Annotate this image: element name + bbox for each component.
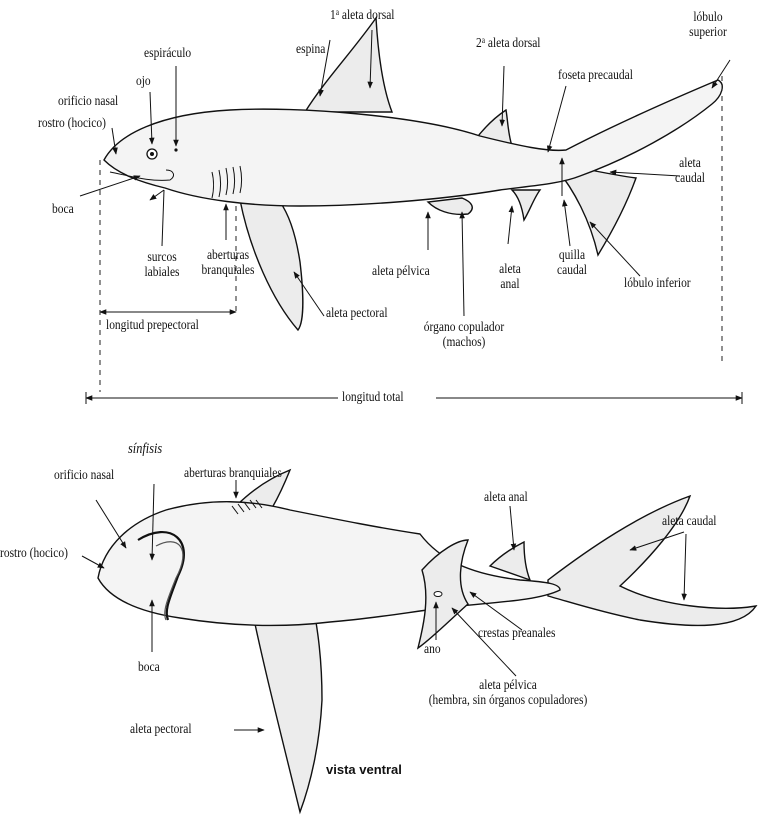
lateral-pelvic-fin [428, 198, 472, 214]
label-caudal-fin-lateral: aleta caudal [665, 156, 714, 186]
label-caudal-fin-line2: caudal [665, 171, 714, 186]
ventral-pectoral-fin-lower [250, 600, 322, 812]
label-labial-line2: labiales [133, 265, 190, 280]
label-anal-fin-line1: aleta [490, 262, 531, 277]
label-prepectoral-length: longitud prepectoral [106, 318, 199, 333]
label-spine: espina [296, 42, 325, 57]
label-gill-openings-lateral: aberturas branquiales [191, 248, 265, 278]
label-pelvic-fin-lateral: aleta pélvica [372, 264, 430, 279]
label-pectoral-fin-ventral: aleta pectoral [130, 722, 192, 737]
label-anal-fin-lateral: aleta anal [490, 262, 531, 292]
label-mouth-lateral: boca [52, 202, 74, 217]
label-gill-openings-ventral: aberturas branquiales [184, 466, 282, 481]
label-pectoral-fin-lateral: aleta pectoral [326, 306, 388, 321]
label-upper-lobe-line2: superior [683, 25, 732, 40]
label-second-dorsal-text: aleta dorsal [488, 36, 541, 51]
label-pelvic-fin-ventral-line2: (hembra, sin órganos copuladores) [410, 693, 607, 708]
label-rostrum-ventral: rostro (hocico) [0, 546, 68, 561]
label-clasper-line1: órgano copulador [415, 320, 513, 335]
label-caudal-keel-line2: caudal [552, 263, 593, 278]
label-anus: ano [424, 642, 441, 657]
ventral-caudal-fin [548, 496, 756, 625]
label-mouth-ventral: boca [138, 660, 160, 675]
label-gill-line1: aberturas [191, 248, 265, 263]
label-labial-line1: surcos [133, 250, 190, 265]
label-anal-fin-line2: anal [490, 277, 531, 292]
label-eye: ojo [136, 74, 151, 89]
lateral-anal-fin [512, 190, 540, 220]
label-pelvic-fin-ventral: aleta pélvica (hembra, sin órganos copul… [410, 678, 607, 708]
label-caudal-fin-line1: aleta [665, 156, 714, 171]
label-first-dorsal-superscript: a [336, 7, 339, 17]
ventral-anal-fin [490, 542, 530, 580]
ventral-shark [98, 470, 756, 812]
lateral-first-dorsal-fin [305, 18, 392, 112]
label-pelvic-fin-ventral-line1: aleta pélvica [410, 678, 607, 693]
label-second-dorsal-fin: 2a aleta dorsal [476, 36, 540, 51]
label-gill-line2: branquiales [191, 263, 265, 278]
label-clasper-line2: (machos) [415, 335, 513, 350]
label-preanal-ridges: crestas preanales [478, 626, 555, 641]
label-symphysis: sínfisis [128, 442, 162, 457]
label-precaudal-pit: foseta precaudal [558, 68, 633, 83]
label-labial-furrows: surcos labiales [133, 250, 190, 280]
label-upper-lobe: lóbulo superior [683, 10, 732, 40]
label-upper-lobe-line1: lóbulo [683, 10, 732, 25]
label-anal-fin-ventral: aleta anal [484, 490, 528, 505]
label-lower-lobe: lóbulo inferior [624, 276, 691, 291]
label-caudal-keel: quilla caudal [552, 248, 593, 278]
label-nostril-lateral: orificio nasal [58, 94, 118, 109]
label-caudal-fin-ventral: aleta caudal [662, 514, 716, 529]
label-total-length: longitud total [342, 390, 404, 405]
label-first-dorsal-text: aleta dorsal [342, 8, 395, 23]
label-spiracle: espiráculo [144, 46, 191, 61]
label-nostril-ventral: orificio nasal [54, 468, 114, 483]
label-caudal-keel-line1: quilla [552, 248, 593, 263]
label-first-dorsal-fin: 1a aleta dorsal [330, 8, 394, 23]
label-ventral-view-title: vista ventral [326, 762, 402, 777]
label-clasper: órgano copulador (machos) [415, 320, 513, 350]
lateral-caudal-lower-lobe [556, 168, 636, 255]
label-second-dorsal-superscript: a [482, 35, 485, 45]
label-rostrum-lateral: rostro (hocico) [38, 116, 106, 131]
